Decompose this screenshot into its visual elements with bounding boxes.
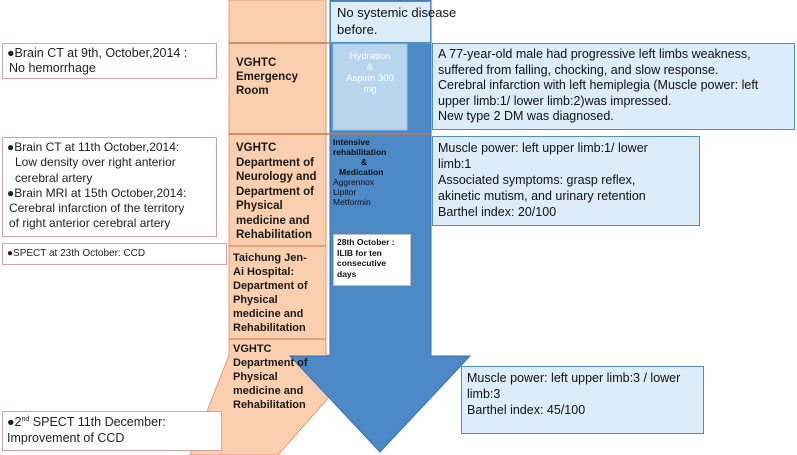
spect2-line2: Improvement of CCD [7, 431, 125, 445]
status-rehab-box: Muscle power: left upper limb:1/ lower l… [432, 136, 700, 226]
ilib-line: ILIB for ten [337, 247, 382, 258]
neuro-line: Department of [236, 185, 314, 198]
intensive-bold: Medication [333, 167, 411, 177]
hydration-line: & [366, 62, 374, 73]
jenai-line: Taichung Jen- [233, 252, 307, 264]
hydration-line: mg [363, 84, 377, 95]
mri-line: ●Brain MRI at 15th October,2014: [7, 185, 187, 200]
er-line: VGHTC [236, 57, 277, 69]
presentation-line: suffered from falling, chocking, and slo… [438, 62, 719, 77]
status2-line: limb:1 [438, 157, 472, 171]
mri-line: Cerebral infarction of the territory [9, 201, 185, 216]
status3-line: Muscle power: left upper limb:3 / lower [467, 371, 681, 385]
spect2-bullet: ●2 [7, 415, 22, 429]
ct-line: No hemorrhage [9, 61, 96, 75]
ct2-line: ●Brain CT at 11th October,2014: [7, 140, 180, 154]
spect2-rest: SPECT 11th December: [29, 415, 166, 429]
ilib-line: days [337, 268, 357, 279]
jenai-line: Department of [233, 280, 308, 292]
er-label: VGHTC Emergency Room [236, 56, 298, 98]
intensive-line: Intensive [333, 137, 370, 147]
medication-line: Lipitor [333, 187, 357, 197]
status2-line: Muscle power: left upper limb:1/ lower [438, 141, 648, 155]
spect2-line: ●2nd SPECT 11th December: [7, 414, 217, 430]
jenai-line: Physical [233, 294, 278, 306]
status3-line: limb:3 [467, 387, 501, 401]
hydration-line: Aspirin 300 [346, 73, 394, 84]
neuro-line: Rehabilitation [236, 229, 313, 241]
ct-mri-box: ●Brain CT at 11th October,2014: Low dens… [2, 137, 217, 237]
vghtc-line: Department of [233, 357, 308, 369]
jenai-line: medicine and [233, 308, 304, 320]
intensive-bold: & [333, 157, 411, 167]
vghtc-rehab-label: VGHTC Department of Physical medicine an… [233, 342, 308, 412]
status2-line: Associated symptoms: grasp reflex, [438, 173, 636, 187]
medication-line: Aggrennox [333, 177, 375, 187]
vghtc-line: medicine and [233, 385, 304, 397]
spect2-sup: nd [21, 415, 30, 423]
orange-timeline-arrow [189, 0, 368, 455]
neuro-line: Physical [236, 200, 283, 212]
er-line: Room [236, 85, 269, 97]
vghtc-line: Physical [233, 371, 278, 383]
ct-october-9-box: ●Brain CT at 9th, October,2014 : No hemo… [2, 43, 217, 79]
status3-line: Barthel index: 45/100 [467, 403, 586, 417]
ilib-box: 28th October : ILIB for ten consecutive … [333, 234, 411, 286]
vghtc-line: Rehabilitation [233, 399, 306, 411]
top-history-line: No systemic disease [337, 5, 457, 20]
status-final-box: Muscle power: left upper limb:3 / lower … [461, 366, 704, 434]
spect-october-box: ●SPECT at 23th October: CCD [2, 243, 227, 265]
hydration-box [332, 43, 408, 131]
intensive-line: & [361, 157, 368, 167]
spect1-text: ●SPECT at 23th October: CCD [7, 248, 146, 259]
jenai-line: Ai Hospital: [233, 266, 295, 278]
ilib-line: 28th October : [337, 237, 395, 247]
presentation-line: A 77-year-old male had progressive left … [438, 47, 751, 61]
intensive-rehab-text: Intensive rehabilitation & Medication Ag… [333, 137, 411, 207]
status2-line: Barthel index: 20/100 [438, 205, 557, 219]
top-history-box: No systemic disease before. [330, 1, 457, 43]
presentation-box: A 77-year-old male had progressive left … [432, 43, 795, 130]
jenai-label: Taichung Jen- Ai Hospital: Department of… [233, 251, 308, 335]
neuro-line: Neurology and [236, 171, 317, 183]
neuro-rehab-label: VGHTC Department of Neurology and Depart… [236, 141, 317, 243]
neuro-line: medicine and [236, 214, 310, 227]
presentation-line: New type 2 DM was diagnosed. [438, 109, 614, 123]
status2-line: akinetic mutism, and urinary retention [438, 189, 646, 203]
er-line: Emergency [236, 71, 299, 83]
jenai-line: Rehabilitation [233, 322, 306, 334]
presentation-line: Cerebral infarction with left hemiplegia… [438, 78, 759, 92]
vghtc-line: VGHTC [233, 343, 272, 355]
intensive-bold: rehabilitation [333, 147, 411, 157]
intensive-line: Medication [339, 167, 384, 177]
ilib-line: consecutive [337, 258, 387, 268]
mri-line: of right anterior cerebral artery [9, 216, 171, 231]
medication-line: Metformin [333, 197, 371, 207]
intensive-line: rehabilitation [333, 147, 387, 157]
presentation-line: upper limb:1/ lower limb:2)was impressed… [438, 93, 672, 108]
hydration-text: Hydration & Aspirin 300 mg [333, 51, 407, 95]
top-history-line: before. [337, 22, 378, 37]
hydration-line: Hydration [349, 51, 391, 62]
spect-december-box: ●2nd SPECT 11th December: Improvement of… [2, 411, 222, 451]
neuro-line: VGHTC [236, 142, 277, 154]
ct2-line: cerebral artery [15, 170, 93, 185]
ct-line: ●Brain CT at 9th, October,2014 : [7, 46, 188, 60]
neuro-line: Department of [236, 156, 314, 169]
ct2-line: Low density over right anterior [15, 155, 176, 170]
intensive-bold: Intensive [333, 137, 411, 147]
